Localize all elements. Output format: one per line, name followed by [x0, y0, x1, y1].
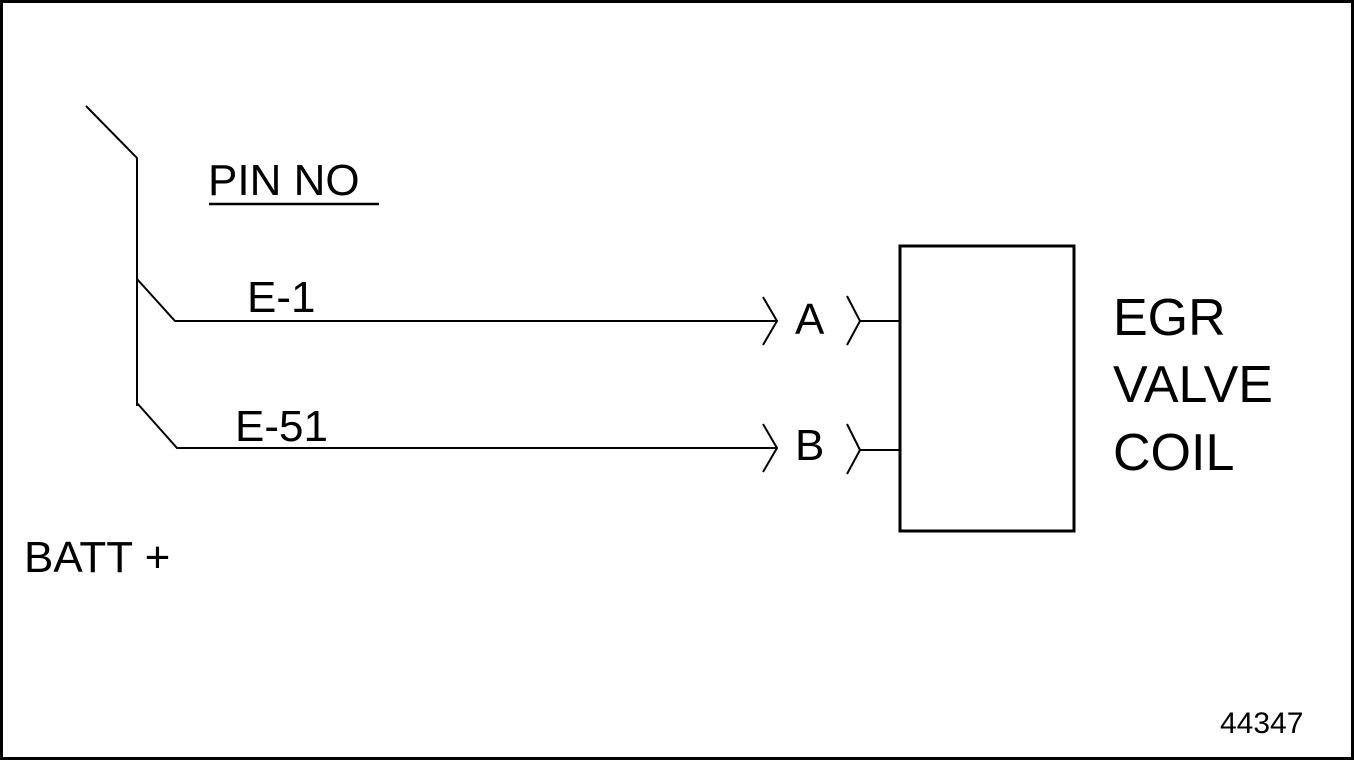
wire-e51 [136, 402, 777, 449]
component-label-line-1: EGR [1113, 289, 1226, 347]
component-label-line-3: COIL [1113, 424, 1234, 482]
connector-b-female-chevron [846, 423, 862, 475]
circuit-label-e1: E-1 [247, 273, 315, 322]
wire-e1 [136, 278, 777, 322]
batt-feed-line [85, 105, 138, 406]
connector-a-female-chevron [846, 295, 862, 346]
connector-a-male-chevron [762, 296, 779, 346]
circuit-label-e51: E-51 [235, 402, 328, 451]
figure-number: 44347 [1220, 707, 1303, 740]
component-label-line-2: VALVE [1113, 356, 1273, 414]
connector-b-male-chevron [762, 423, 779, 473]
pin-label-a: A [795, 295, 825, 344]
batt-plus-label: BATT + [24, 533, 170, 582]
pin-no-label: PIN NO [208, 156, 360, 205]
egr-valve-coil-box [898, 244, 1076, 533]
pin-label-b: B [795, 421, 824, 470]
